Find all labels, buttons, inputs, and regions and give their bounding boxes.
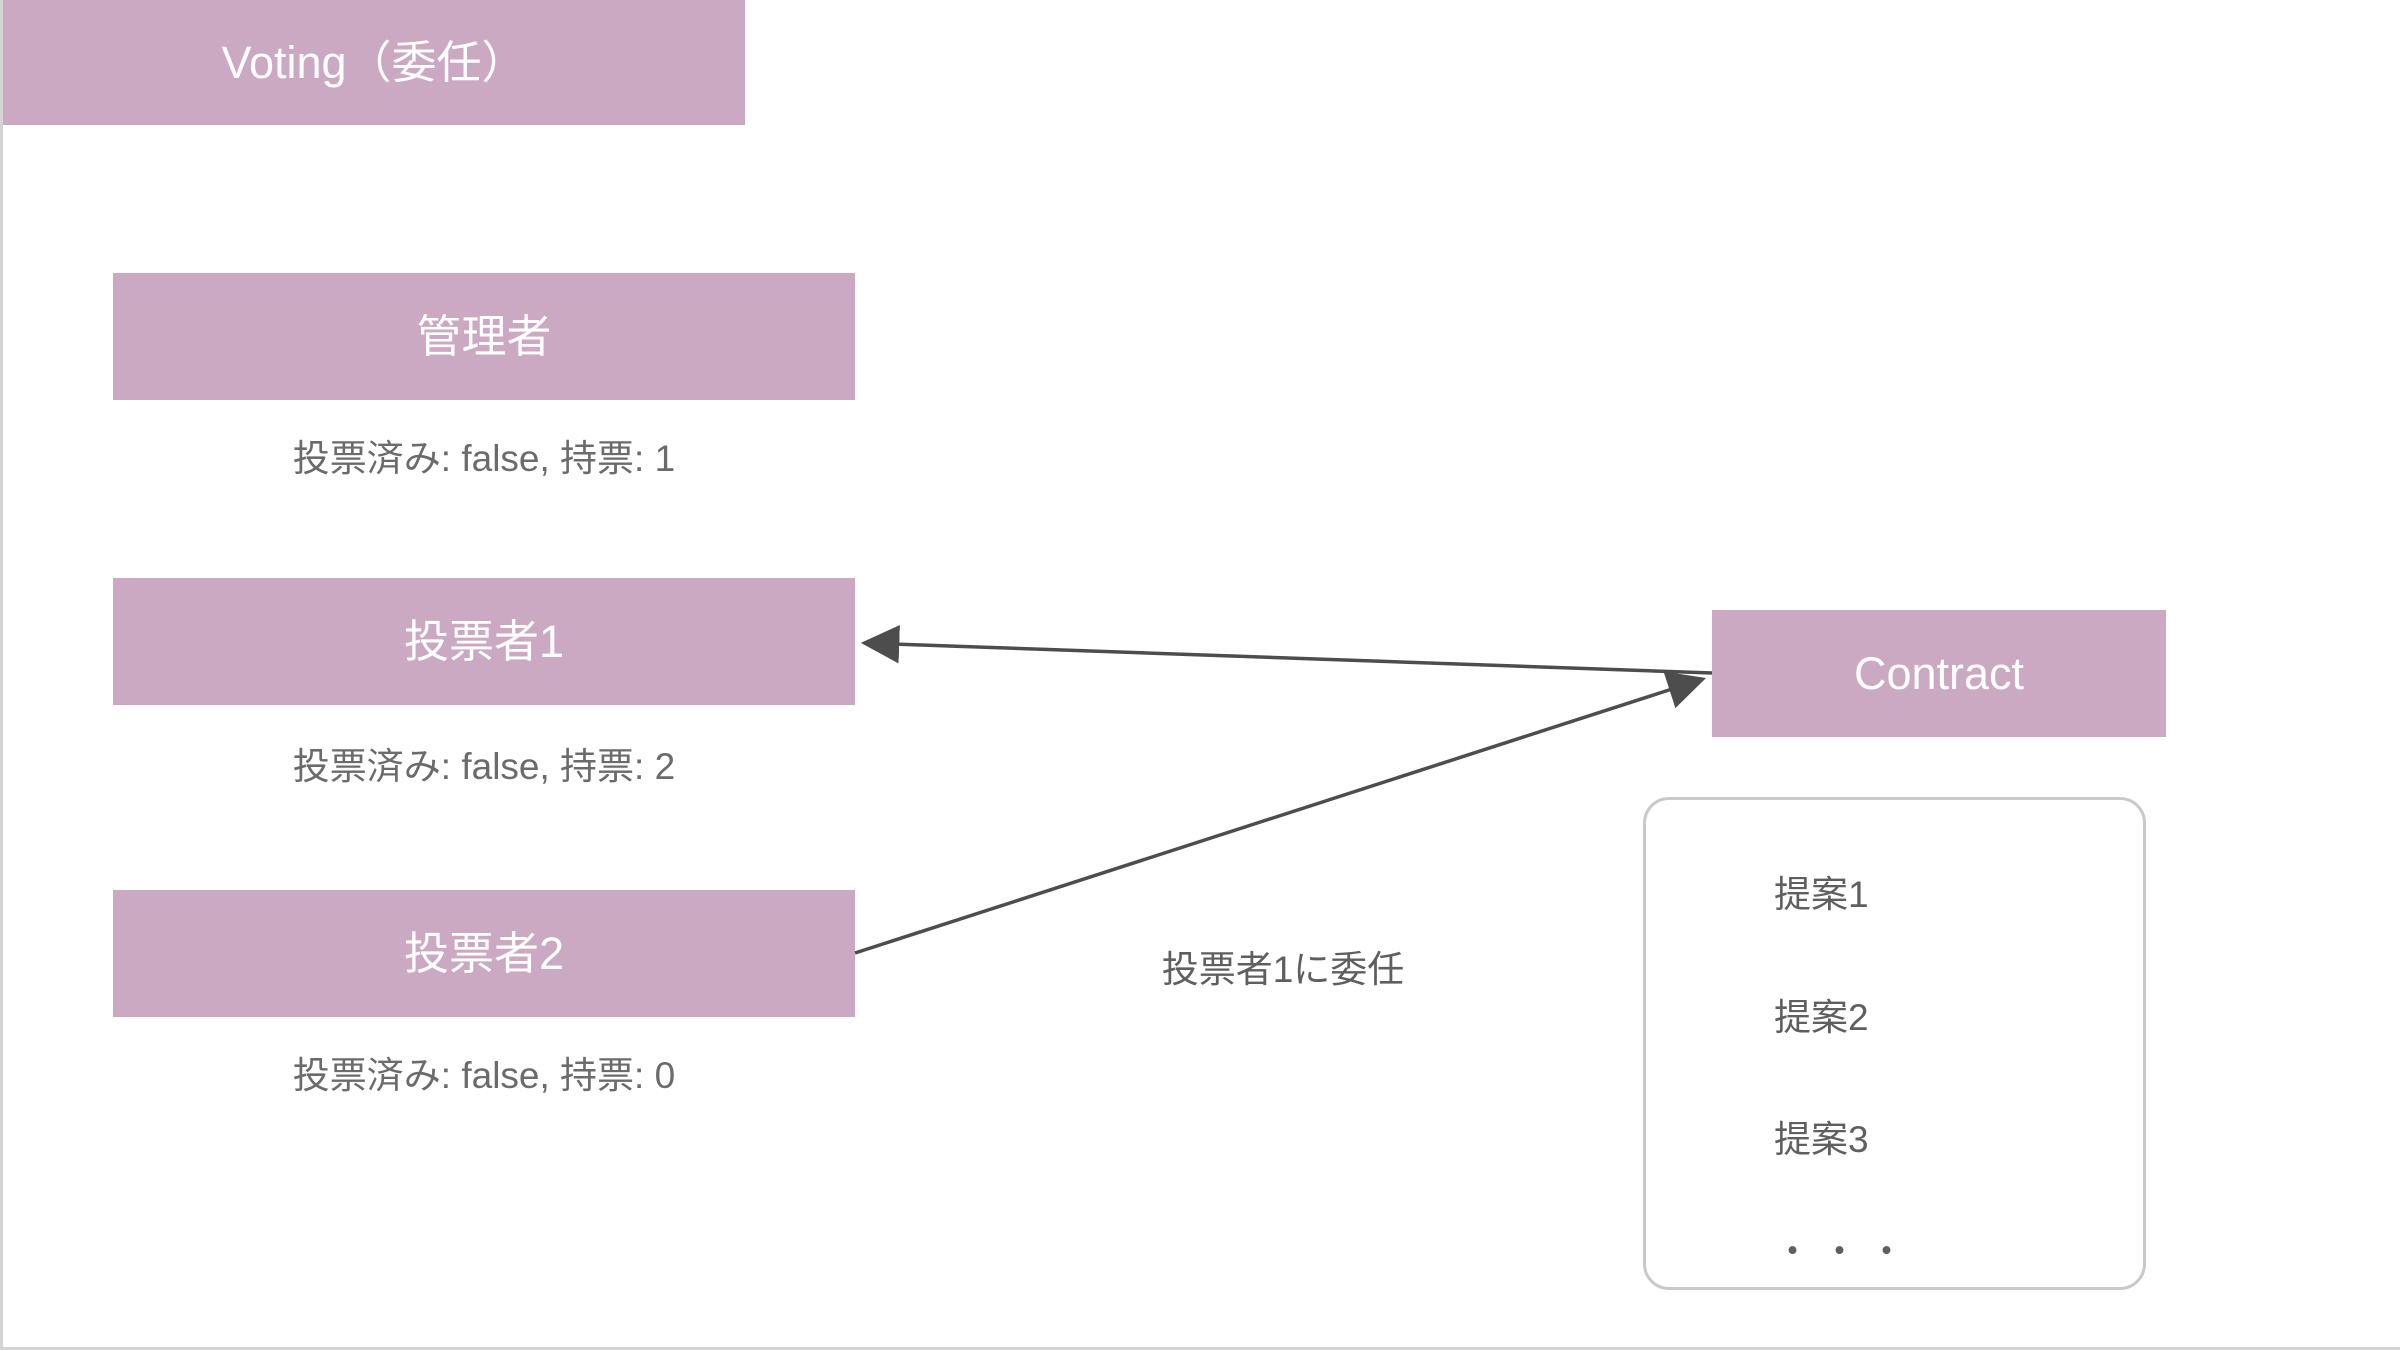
node-voter2[interactable]: 投票者2 [113,890,855,1017]
diagram-title-box: Voting（委任） [3,0,745,125]
node-voter2-label: 投票者2 [403,927,565,979]
proposals-panel: 提案1 提案2 提案3 ・・・ [1643,797,2146,1290]
edge-label-delegation: 投票者1に委任 [1161,949,1405,990]
node-voter1-status: 投票済み: false, 持票: 2 [292,746,676,787]
list-item: 提案1 [1774,874,1869,915]
node-contract-label: Contract [1853,647,2025,699]
list-item-ellipsis: ・・・ [1774,1231,1915,1272]
node-voter1[interactable]: 投票者1 [113,578,855,705]
edge-voter2-to-contract [854,671,1707,955]
list-item: 提案2 [1774,997,1869,1038]
node-voter2-status: 投票済み: false, 持票: 0 [292,1055,676,1096]
node-admin-label: 管理者 [416,310,552,362]
node-admin-status: 投票済み: false, 持票: 1 [292,438,676,479]
node-admin[interactable]: 管理者 [113,273,855,400]
edge-contract-to-voter1 [860,625,1713,675]
list-item: 提案3 [1774,1119,1869,1160]
node-contract[interactable]: Contract [1712,610,2166,737]
diagram-title-text: Voting（委任） [221,36,527,88]
node-voter1-label: 投票者1 [403,615,565,667]
